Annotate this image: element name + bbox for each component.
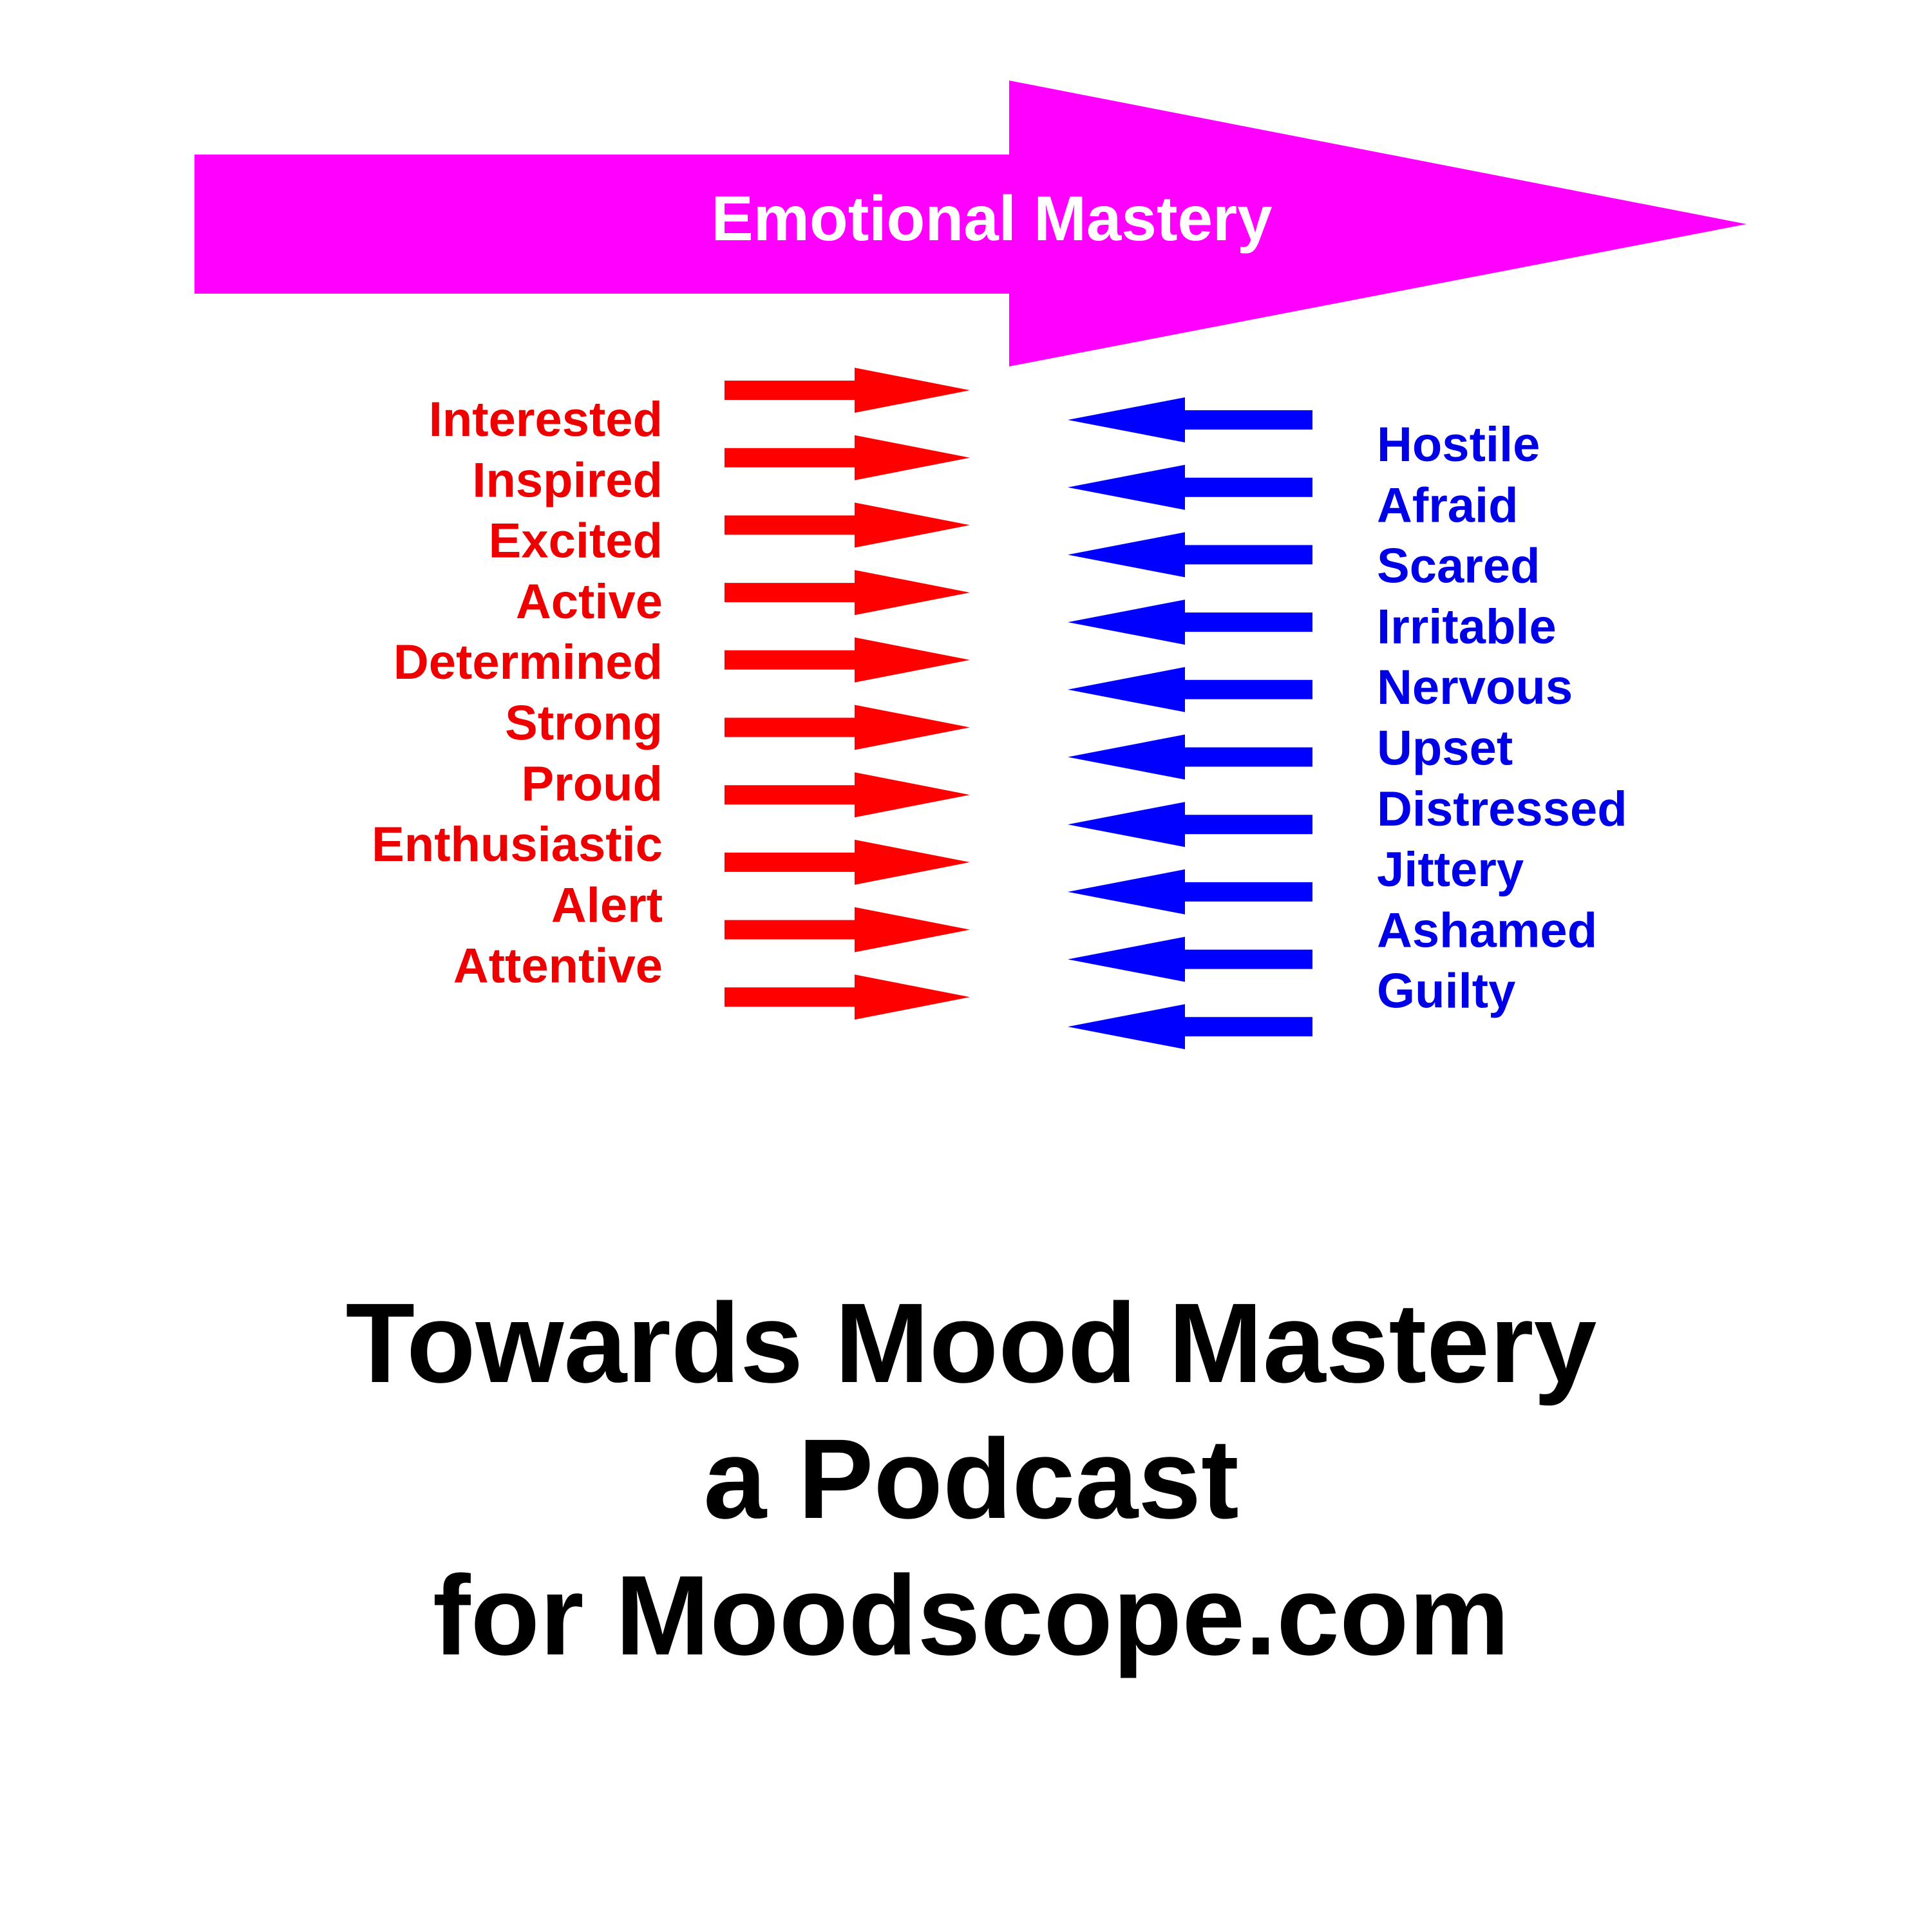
negative-arrow: [1068, 532, 1312, 578]
positive-arrow: [724, 368, 970, 413]
negative-arrow: [1068, 734, 1312, 780]
negative-arrow: [1068, 802, 1312, 848]
positive-arrow: [724, 570, 970, 616]
positive-emotion-label: Determined: [393, 635, 663, 690]
positive-arrows: [724, 368, 970, 1020]
positive-arrow: [724, 839, 970, 885]
negative-emotion-label: Hostile: [1377, 417, 1540, 472]
negative-emotion-label: Distressed: [1377, 782, 1627, 837]
negative-emotion-label: Nervous: [1377, 660, 1573, 715]
negative-arrow: [1068, 464, 1312, 510]
positive-arrow: [724, 705, 970, 750]
footer-line-3: for Moodscope.com: [433, 1553, 1510, 1679]
negative-emotion-label: Ashamed: [1377, 903, 1597, 958]
negative-emotion-label: Irritable: [1377, 600, 1557, 654]
positive-arrow: [724, 637, 970, 683]
negative-emotion-label: Afraid: [1377, 478, 1519, 533]
emotional-mastery-arrow: [194, 80, 1747, 366]
positive-arrow: [724, 502, 970, 548]
positive-arrow: [724, 435, 970, 480]
banner-title: Emotional Mastery: [711, 183, 1272, 254]
footer-line-2: a Podcast: [703, 1416, 1238, 1542]
positive-emotion-label: Strong: [505, 696, 663, 751]
negative-emotion-label: Jittery: [1377, 842, 1524, 897]
positive-emotion-label: Enthusiastic: [372, 817, 663, 872]
negative-arrows: [1068, 397, 1312, 1050]
positive-emotion-label: Attentive: [453, 939, 663, 994]
positive-emotion-label: Proud: [521, 757, 663, 811]
footer-title: Towards Mood Mastery a Podcast for Moods…: [346, 1280, 1597, 1679]
positive-arrow: [724, 974, 970, 1020]
positive-arrow: [724, 907, 970, 952]
positive-emotion-label: Inspired: [472, 453, 663, 507]
negative-arrow: [1068, 667, 1312, 712]
negative-arrow: [1068, 936, 1312, 982]
negative-emotion-label: Guilty: [1377, 964, 1515, 1019]
positive-emotion-label: Interested: [429, 392, 663, 447]
negative-emotion-label: Upset: [1377, 721, 1513, 776]
positive-emotion-list: InterestedInspiredExcitedActiveDetermine…: [372, 392, 663, 994]
negative-arrow: [1068, 869, 1312, 914]
positive-arrow: [724, 772, 970, 818]
negative-arrow: [1068, 1004, 1312, 1050]
positive-emotion-label: Excited: [489, 514, 663, 569]
negative-arrow: [1068, 600, 1312, 645]
footer-line-1: Towards Mood Mastery: [346, 1280, 1597, 1406]
negative-arrow: [1068, 397, 1312, 442]
positive-emotion-label: Active: [516, 574, 663, 629]
positive-emotion-label: Alert: [551, 878, 663, 933]
negative-emotion-list: HostileAfraidScaredIrritableNervousUpset…: [1377, 417, 1627, 1019]
negative-emotion-label: Scared: [1377, 539, 1540, 594]
